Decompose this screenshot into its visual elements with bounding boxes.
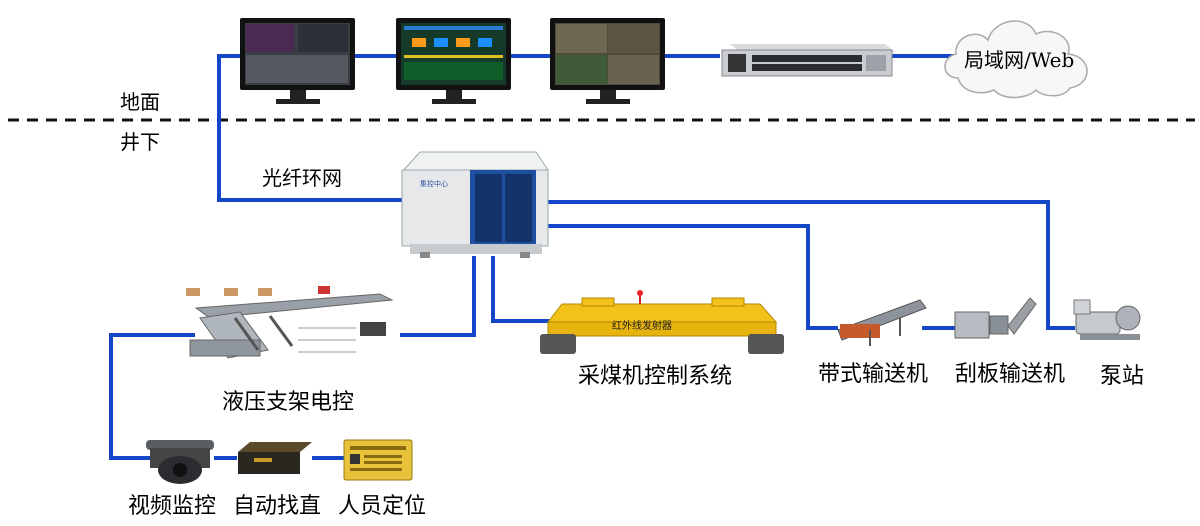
- network-lines: [109, 54, 1075, 460]
- ir-emitter-text: 红外线发射器: [612, 319, 672, 332]
- dome-camera-icon: [146, 440, 214, 484]
- video-monitor-label: 视频监控: [128, 494, 217, 519]
- control-center-cabinet: [400, 151, 549, 258]
- scraper-conveyor-illustration: [954, 297, 1037, 339]
- fiber-ring-label: 光纤环网: [262, 166, 342, 190]
- personnel-locator-card: [343, 439, 413, 481]
- monitor-video-wall: [240, 18, 355, 104]
- rack-server: [721, 44, 895, 77]
- underground-label: 井下: [120, 130, 160, 154]
- hydraulic-support-illustration: [186, 286, 394, 359]
- belt-conveyor-label: 带式输送机: [818, 362, 929, 387]
- pump-station-illustration: [1073, 299, 1141, 340]
- shearer-illustration: [540, 290, 784, 354]
- monitor-camera-grid: [550, 18, 665, 104]
- lan-web-label: 局域网/Web: [964, 48, 1075, 72]
- surface-label: 地面: [120, 90, 160, 114]
- scraper-conveyor-label: 刮板输送机: [955, 362, 1066, 387]
- cloud-icon: [944, 20, 1088, 99]
- personnel-location-label: 人员定位: [338, 494, 427, 519]
- shearer-control-label: 采煤机控制系统: [578, 364, 733, 389]
- monitor-dashboard: [396, 18, 511, 104]
- pump-station-label: 泵站: [1100, 364, 1145, 389]
- control-center-text: 集控中心: [420, 179, 448, 188]
- auto-straighten-device: [238, 442, 312, 474]
- hydraulic-support-label: 液压支架电控: [222, 390, 355, 415]
- belt-conveyor-illustration: [837, 299, 927, 346]
- auto-straighten-label: 自动找直: [233, 494, 322, 519]
